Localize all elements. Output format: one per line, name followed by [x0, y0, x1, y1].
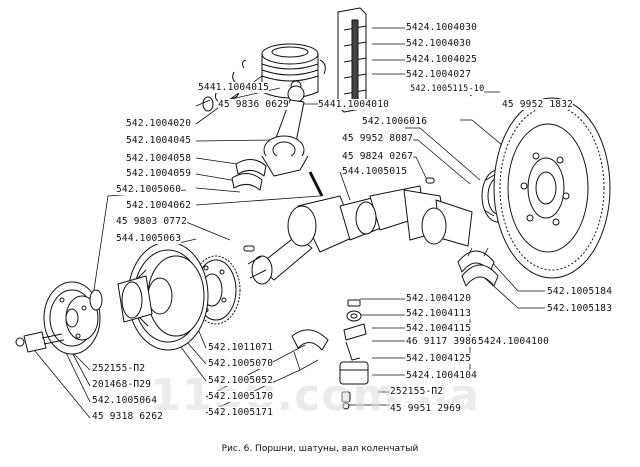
part-label: 45 9952 8087	[342, 133, 414, 144]
part-label: 542.1004115	[406, 323, 472, 334]
part-label: 542.1005070	[208, 358, 274, 369]
part-label: 542.1004045	[126, 135, 192, 146]
part-label: 542.1004059	[126, 168, 192, 179]
washer	[89, 289, 103, 311]
part-label: 542.1004027	[406, 69, 472, 80]
dowel-pins	[243, 177, 435, 252]
rod-bearing-shells	[231, 159, 267, 191]
part-label: 542.1004030	[406, 38, 472, 49]
part-label: 45 9951 2969	[390, 403, 462, 414]
main-bearing-shells	[457, 247, 499, 287]
part-label: 544.1005015	[342, 166, 408, 177]
part-label: 542.1004113	[406, 308, 472, 319]
part-label: 45 9836 0629	[218, 99, 290, 110]
part-label: 45 9803 0772	[116, 216, 188, 227]
part-label: 252155-П2	[390, 386, 444, 397]
part-label: 544.1005063	[116, 233, 182, 244]
part-label: 542.1006016	[362, 116, 428, 127]
part-label: 5424.1004100	[478, 336, 550, 347]
part-label: 45 9952 1832	[502, 99, 574, 110]
part-label: 542.1005184	[547, 286, 613, 297]
part-label: 201468-П29	[92, 379, 152, 390]
part-label: 542.1004020	[126, 118, 192, 129]
figure-caption: Рис. 6. Поршни, шатуны, вал коленчатый	[221, 444, 419, 454]
part-label: 5424.1004030	[406, 22, 478, 33]
part-label: 252155-П2	[92, 363, 146, 374]
flywheel	[493, 97, 611, 279]
part-label: 5424.1004025	[406, 54, 478, 65]
part-label: 542.1005064	[92, 395, 158, 406]
part-label: 542.1004125	[406, 353, 472, 364]
part-label: 542.1005170	[208, 391, 274, 402]
part-label: 542.1005115-10	[410, 84, 485, 95]
leader-lines	[29, 27, 545, 419]
part-label: 542.1004120	[406, 293, 472, 304]
part-label: 542.1005171	[208, 407, 274, 418]
part-label: 542.1005052	[208, 375, 274, 386]
part-label: 542.1005060	[116, 184, 182, 195]
part-label: 5441.1004010	[318, 99, 390, 110]
piston-rings-stack	[337, 7, 367, 113]
part-label: 45 9318 6262	[92, 411, 164, 422]
part-label: 46 9117 3986	[406, 336, 478, 347]
part-label: 542.1004062	[126, 200, 192, 211]
ratchet-bolt	[15, 331, 65, 353]
front-pulley	[43, 281, 101, 355]
part-label: 542.1005183	[547, 303, 613, 314]
part-label: 5441.1004015	[198, 82, 270, 93]
part-label: 45 9824 0267	[342, 151, 414, 162]
part-label: 542.1004058	[126, 153, 192, 164]
connecting-rod	[261, 85, 324, 197]
part-label: 542.1011071	[208, 342, 274, 353]
small-parts	[339, 299, 369, 410]
crankshaft	[247, 185, 473, 285]
part-label: 5424.1004104	[406, 370, 478, 381]
hub	[117, 275, 153, 323]
lower-bearing-shell	[291, 329, 329, 371]
